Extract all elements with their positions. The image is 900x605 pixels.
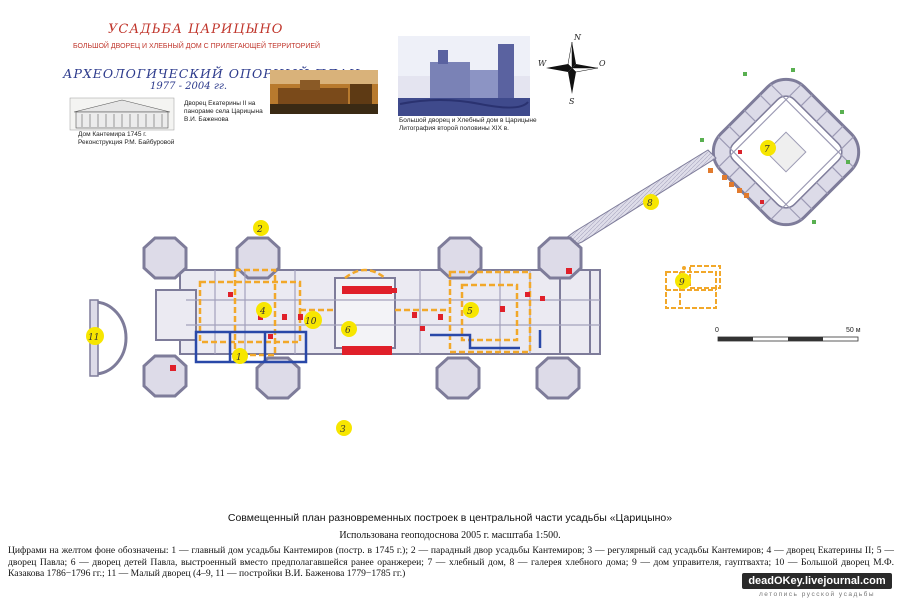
watermark-subtext: летопись русской усадьбы bbox=[758, 591, 876, 598]
figure-legend: Цифрами на желтом фоне обозначены: 1 — г… bbox=[8, 545, 894, 579]
scale-bar-end-label: 50 м bbox=[846, 327, 861, 334]
marker-8: 8 bbox=[643, 194, 659, 210]
watermark-link[interactable]: deadOKey.livejournal.com bbox=[742, 573, 892, 589]
svg-text:1: 1 bbox=[236, 353, 242, 363]
scale-bar-start-label: 0 bbox=[715, 327, 719, 334]
illustration-caption-lithograph: Большой дворец и Хлебный дом в Царицыне … bbox=[399, 117, 537, 132]
svg-text:11: 11 bbox=[88, 333, 99, 343]
svg-text:6: 6 bbox=[345, 326, 351, 336]
marker-3: 3 bbox=[336, 420, 352, 436]
compass-west-label: W bbox=[538, 59, 547, 68]
plan-years: 1977 - 2004 гг. bbox=[150, 81, 228, 92]
marker-5: 5 bbox=[463, 302, 479, 318]
figure-caption-title: Совмещенный план разновременных построек… bbox=[227, 512, 673, 524]
svg-text:3: 3 bbox=[340, 425, 346, 435]
marker-10: 10 bbox=[304, 311, 322, 329]
marker-4: 4 bbox=[256, 302, 272, 318]
figure-caption-subtitle: Использована геоподоснова 2005 г. масшта… bbox=[339, 530, 561, 541]
bread-house-gallery bbox=[565, 149, 717, 247]
grand-palace-plan bbox=[142, 236, 601, 400]
marker-7: 7 bbox=[760, 140, 776, 156]
svg-text:5: 5 bbox=[467, 307, 473, 317]
svg-text:7: 7 bbox=[764, 145, 770, 155]
marker-9: 9 bbox=[675, 273, 691, 289]
svg-text:10: 10 bbox=[305, 317, 317, 327]
estate-subtitle: БОЛЬШОЙ ДВОРЕЦ И ХЛЕБНЫЙ ДОМ С ПРИЛЕГАЮЩ… bbox=[73, 43, 321, 50]
catherine-palace-illustration bbox=[270, 70, 378, 114]
compass-south-label: S bbox=[569, 97, 575, 106]
illustration-caption-kantemir: Дом Кантемира 1745 г. Реконструкция Р.М.… bbox=[78, 131, 175, 146]
marker-1: 1 bbox=[232, 348, 248, 364]
marker-6: 6 bbox=[341, 321, 357, 337]
marker-2: 2 bbox=[253, 220, 269, 236]
svg-text:2: 2 bbox=[256, 225, 263, 235]
kantemir-house-illustration bbox=[69, 97, 175, 131]
compass-north-label: N bbox=[573, 33, 582, 42]
lithograph-illustration bbox=[398, 36, 530, 116]
marker-11: 11 bbox=[86, 327, 104, 345]
manager-house-plan bbox=[665, 265, 721, 309]
svg-text:8: 8 bbox=[647, 199, 653, 209]
estate-title: УСАДЬБА ЦАРИЦЫНО bbox=[108, 22, 284, 37]
scale-bar: 0 50 м bbox=[715, 327, 861, 342]
compass-rose-icon: N S O W bbox=[538, 33, 606, 106]
svg-text:4: 4 bbox=[259, 307, 266, 317]
svg-text:9: 9 bbox=[679, 278, 685, 288]
illustration-caption-catherine: Дворец Екатерины II на панораме села Цар… bbox=[184, 100, 263, 123]
bread-house-plan bbox=[700, 68, 861, 227]
compass-east-label: O bbox=[599, 59, 606, 68]
